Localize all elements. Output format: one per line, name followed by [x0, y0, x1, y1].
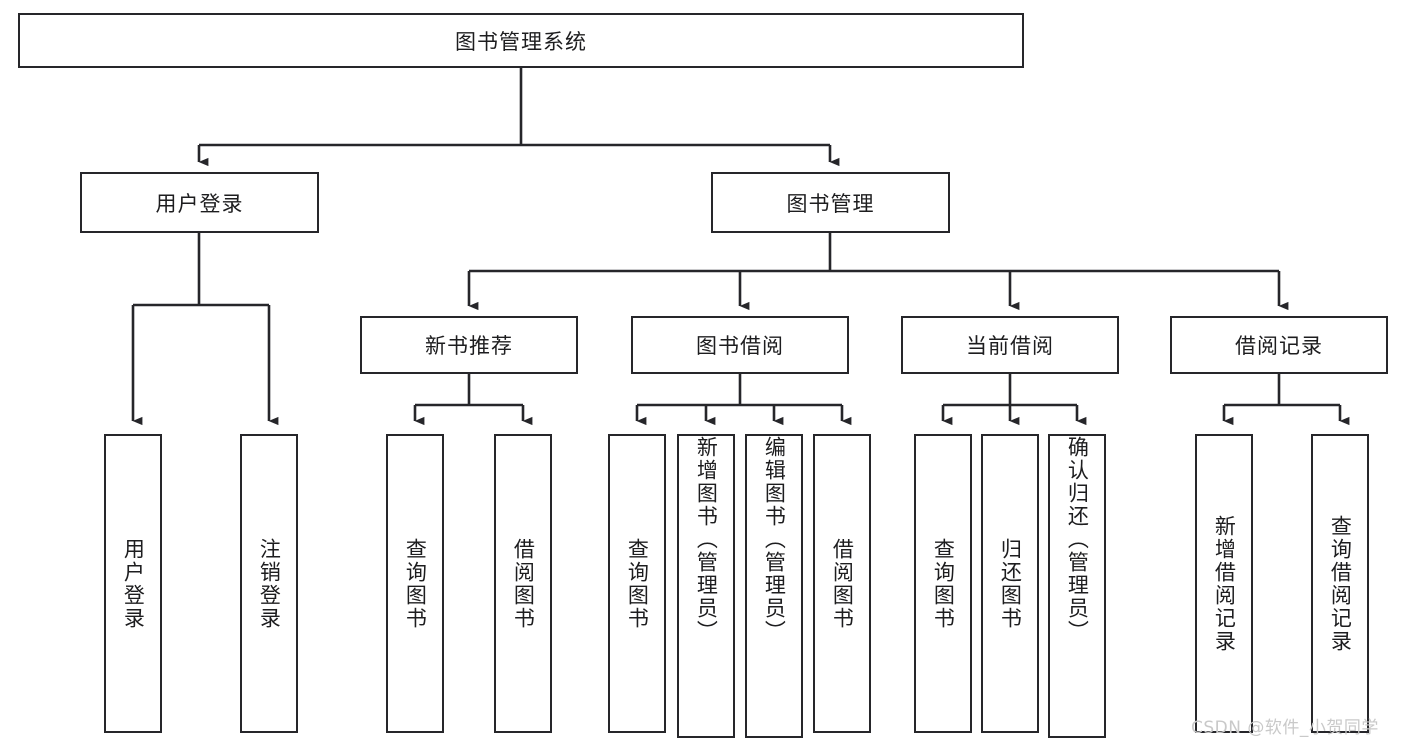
node-borrow-record-label: 借阅记录 [1235, 334, 1323, 358]
node-book-manage[interactable]: 图书管理 [711, 172, 950, 233]
node-leaf-borrow-book-2-label: 借阅图书 [830, 537, 855, 630]
node-leaf-add-book[interactable]: 新增图书（管理员） [677, 434, 735, 738]
node-leaf-edit-book[interactable]: 编辑图书（管理员） [745, 434, 803, 738]
node-leaf-add-record[interactable]: 新增借阅记录 [1195, 434, 1253, 733]
node-new-book-rec[interactable]: 新书推荐 [360, 316, 578, 374]
node-leaf-query-book-3[interactable]: 查询图书 [914, 434, 972, 733]
node-leaf-query-book-1-label: 查询图书 [403, 537, 428, 630]
node-leaf-query-book-2-label: 查询图书 [625, 537, 650, 630]
node-book-borrow-label: 图书借阅 [696, 334, 784, 358]
node-new-book-rec-label: 新书推荐 [425, 334, 513, 358]
node-leaf-add-record-label: 新增借阅记录 [1212, 514, 1237, 653]
node-root[interactable]: 图书管理系统 [18, 13, 1024, 68]
node-borrow-record[interactable]: 借阅记录 [1170, 316, 1388, 374]
node-leaf-return-book-label: 归还图书 [998, 537, 1023, 630]
node-leaf-return-book[interactable]: 归还图书 [981, 434, 1039, 733]
node-leaf-query-record-label: 查询借阅记录 [1328, 514, 1353, 653]
node-leaf-borrow-book-1[interactable]: 借阅图书 [494, 434, 552, 733]
node-leaf-user-login[interactable]: 用户登录 [104, 434, 162, 733]
node-leaf-query-book-1[interactable]: 查询图书 [386, 434, 444, 733]
node-current-borrow-label: 当前借阅 [966, 334, 1054, 358]
node-leaf-query-record[interactable]: 查询借阅记录 [1311, 434, 1369, 733]
node-leaf-user-login-label: 用户登录 [121, 537, 146, 630]
node-root-label: 图书管理系统 [455, 29, 587, 54]
node-leaf-confirm-return[interactable]: 确认归还（管理员） [1048, 434, 1106, 738]
node-leaf-query-book-2[interactable]: 查询图书 [608, 434, 666, 733]
node-user-login[interactable]: 用户登录 [80, 172, 319, 233]
node-leaf-user-logout-label: 注销登录 [257, 537, 282, 630]
node-leaf-confirm-return-label: 确认归还（管理员） [1065, 436, 1090, 643]
node-user-login-label: 用户登录 [155, 191, 244, 216]
node-leaf-edit-book-label: 编辑图书（管理员） [762, 436, 787, 643]
node-current-borrow[interactable]: 当前借阅 [901, 316, 1119, 374]
node-book-borrow[interactable]: 图书借阅 [631, 316, 849, 374]
node-book-manage-label: 图书管理 [786, 191, 875, 216]
node-leaf-query-book-3-label: 查询图书 [931, 537, 956, 630]
node-leaf-user-logout[interactable]: 注销登录 [240, 434, 298, 733]
node-leaf-borrow-book-2[interactable]: 借阅图书 [813, 434, 871, 733]
node-leaf-add-book-label: 新增图书（管理员） [694, 436, 719, 643]
node-leaf-borrow-book-1-label: 借阅图书 [511, 537, 536, 630]
